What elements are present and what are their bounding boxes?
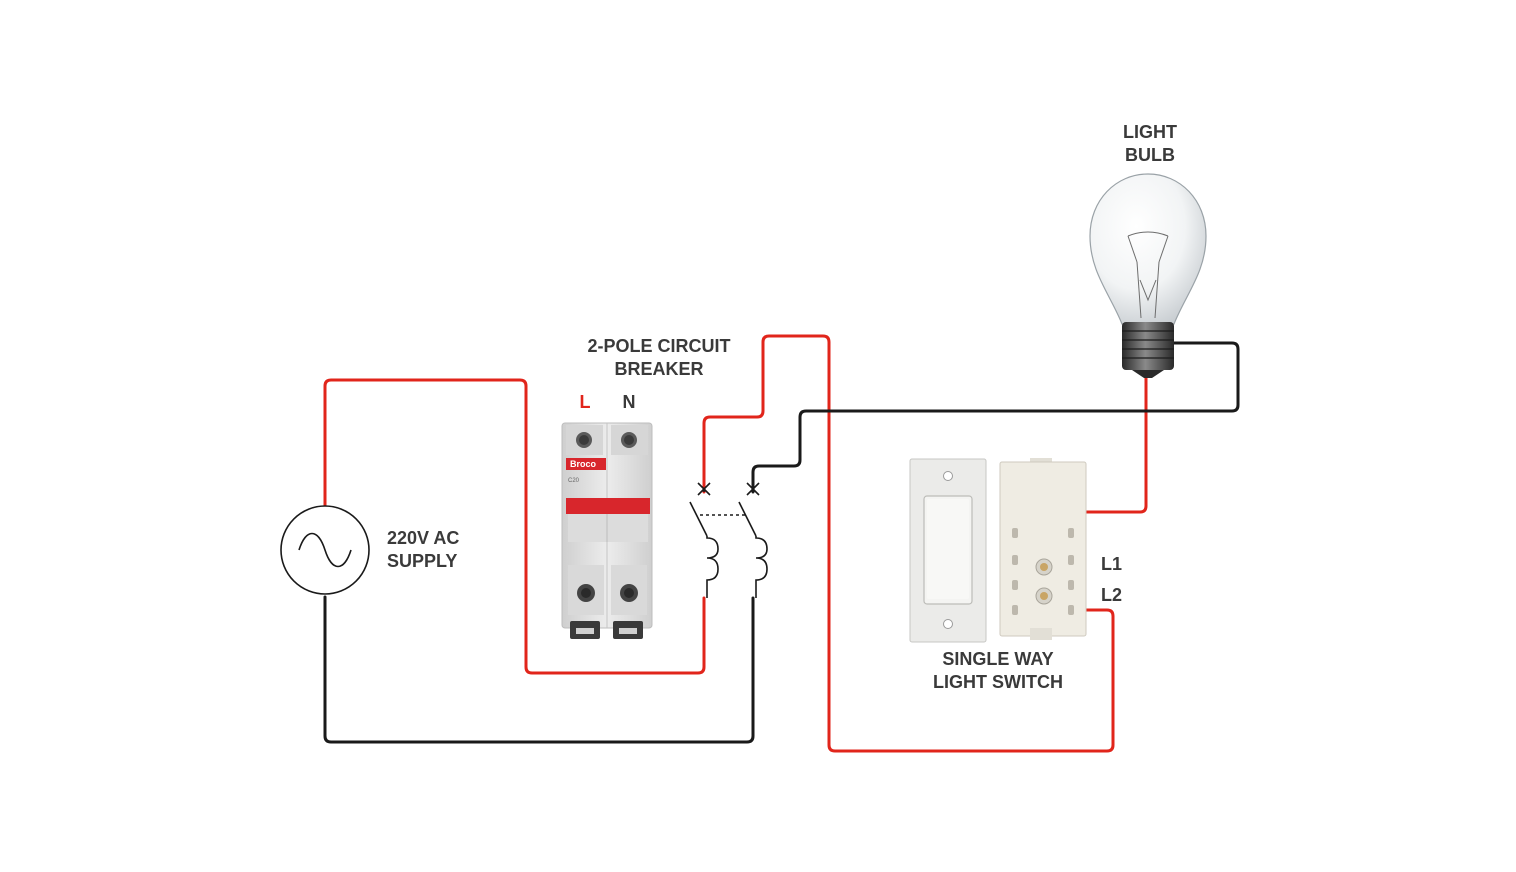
breaker-label-line1: 2-POLE CIRCUIT <box>587 336 730 356</box>
breaker-schematic-icon <box>689 482 768 598</box>
supply-label-line1: 220V AC <box>387 528 459 548</box>
switch-terminal-l2-label: L2 <box>1101 585 1122 605</box>
circuit-breaker-icon: Broco C20 <box>561 422 653 639</box>
bulb-label-line1: LIGHT <box>1123 122 1177 142</box>
switch-label-line2: LIGHT SWITCH <box>933 672 1063 692</box>
breaker-neutral-label: N <box>623 392 636 412</box>
breaker-brand: Broco <box>570 459 597 469</box>
light-bulb-icon <box>1089 173 1207 378</box>
ac-source-icon <box>280 505 370 595</box>
breaker-live-label: L <box>580 392 591 412</box>
breaker-label-line2: BREAKER <box>614 359 703 379</box>
switch-terminal-l1-label: L1 <box>1101 554 1122 574</box>
supply-label-line2: SUPPLY <box>387 551 457 571</box>
live-wire-to-switch <box>702 334 1115 753</box>
bulb-label-line2: BULB <box>1125 145 1175 165</box>
neutral-wire-supply <box>323 595 755 744</box>
switch-label-line1: SINGLE WAY <box>942 649 1053 669</box>
live-wire-supply <box>323 378 706 675</box>
neutral-wire-to-bulb <box>751 341 1240 494</box>
breaker-rating: C20 <box>568 478 580 484</box>
light-switch-icon <box>909 458 1087 643</box>
